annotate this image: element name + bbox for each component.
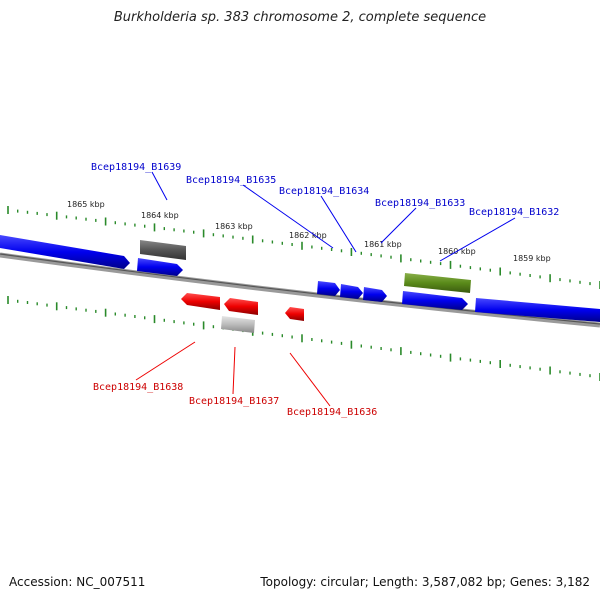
gene-label[interactable]: Bcep18194_B1634	[279, 186, 369, 197]
chromosome-backbone	[0, 252, 600, 328]
gene-label[interactable]: Bcep18194_B1636	[287, 407, 377, 418]
gene-arrow-forward[interactable]	[363, 287, 387, 302]
gene-B1632[interactable]	[475, 298, 600, 322]
scale-label: 1863 kbp	[215, 222, 253, 231]
gene-arrow-forward[interactable]	[402, 291, 468, 310]
scale-label: 1859 kbp	[513, 254, 551, 263]
topology-summary: Topology: circular; Length: 3,587,082 bp…	[260, 575, 590, 589]
gene-B1636[interactable]	[285, 307, 304, 321]
forward-scale-ticks	[7, 206, 600, 289]
scale-label: 1865 kbp	[67, 200, 105, 209]
gene-arrow-forward[interactable]	[0, 235, 130, 269]
reverse-leader-lines	[135, 341, 331, 407]
gene-B1639[interactable]	[140, 240, 186, 260]
accession-text: Accession: NC_007511	[9, 575, 146, 589]
chromosome-backbone-edge	[0, 253, 600, 325]
gene-label[interactable]: Bcep18194_B1637	[189, 396, 279, 407]
gene-label[interactable]: Bcep18194_B1633	[375, 198, 465, 209]
forward-leader-lines	[151, 171, 516, 262]
gene-label[interactable]: Bcep18194_B1639	[91, 162, 181, 173]
map-title: Burkholderia sp. 383 chromosome 2, compl…	[113, 10, 487, 25]
gene-arrow-forward[interactable]	[137, 258, 183, 276]
gene-label[interactable]: Bcep18194_B1638	[93, 382, 183, 393]
gene-B1635[interactable]	[317, 281, 340, 296]
gene-B1637[interactable]	[221, 316, 255, 333]
reverse-scale-ticks	[7, 296, 600, 381]
scale-label: 1862 kbp	[289, 231, 327, 240]
gene-label[interactable]: Bcep18194_B1635	[186, 175, 276, 186]
gene-B1638[interactable]	[181, 293, 220, 310]
scale-label: 1864 kbp	[141, 211, 179, 220]
scale-label: 1861 kbp	[364, 240, 402, 249]
gene-arrow-reverse[interactable]	[224, 298, 258, 315]
gene-B1634[interactable]	[340, 284, 363, 299]
gene-B1633[interactable]	[404, 273, 471, 293]
gene-label[interactable]: Bcep18194_B1632	[469, 207, 559, 218]
